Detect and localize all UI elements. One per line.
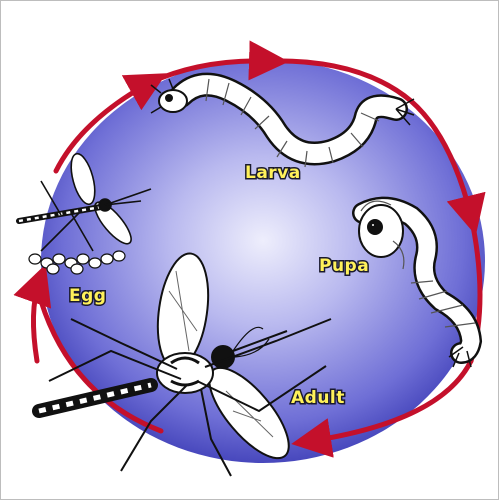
arrow-left-up [33, 283, 39, 361]
stage-label-egg: Egg [69, 286, 106, 306]
stage-label-pupa: Pupa [319, 256, 369, 276]
stage-label-larva: Larva [245, 163, 301, 183]
stage-label-adult: Adult [291, 388, 345, 408]
